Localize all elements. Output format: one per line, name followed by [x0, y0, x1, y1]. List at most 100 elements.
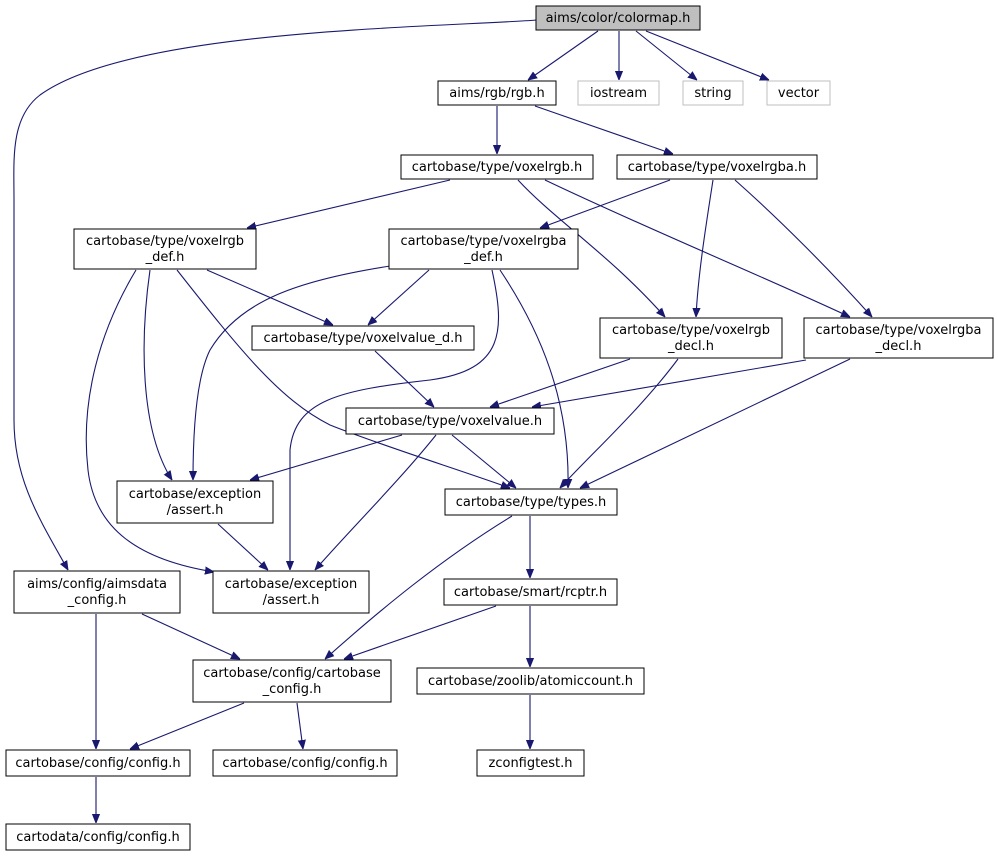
node-label: cartobase/type/voxelvalue.h — [358, 414, 542, 429]
node-assert2[interactable]: cartobase/exception/assert.h — [212, 570, 370, 614]
node-box — [766, 80, 831, 106]
edge-cartobase_config-to-config1 — [130, 702, 245, 750]
node-box — [416, 667, 645, 695]
graph-edges — [13, 19, 872, 823]
edge-voxelvalue-to-assert1 — [250, 434, 403, 480]
edge-voxelrgba_def-to-voxelvalue_d — [368, 269, 430, 325]
edge-voxelrgb-to-voxelrgb_decl — [517, 179, 665, 317]
edge-voxelrgba-to-voxelrgba_decl — [734, 179, 872, 317]
edge-voxelrgb_def-to-assert1 — [143, 269, 172, 480]
node-box — [13, 570, 181, 614]
node-voxelvalue-d[interactable]: cartobase/type/voxelvalue_d.h — [251, 325, 475, 351]
node-label: vector — [778, 86, 820, 101]
edge-voxelrgba_decl-to-voxelvalue — [532, 359, 807, 407]
edge-voxelrgb_decl-to-voxelvalue — [490, 358, 631, 407]
node-label: cartobase/zoolib/atomiccount.h — [428, 674, 633, 689]
node-label: cartobase/smart/rcptr.h — [454, 585, 607, 600]
node-string[interactable]: string — [682, 80, 744, 106]
node-label: cartobase/config/config.h — [222, 756, 387, 771]
node-box — [400, 154, 594, 180]
edge-aimsdata_config-to-cartobase_config — [141, 613, 240, 659]
node-voxelrgb[interactable]: cartobase/type/voxelrgb.h — [400, 154, 594, 180]
node-label: /assert.h — [167, 503, 224, 518]
node-label: _config.h — [67, 593, 127, 608]
edge-colormap-to-aimsdata_config — [13, 19, 539, 570]
edge-rgb-to-voxelrgba — [534, 105, 673, 154]
node-box — [5, 749, 191, 777]
graph-nodes: aims/color/colormap.h aims/rgb/rgb.h iostr… — [5, 5, 994, 851]
node-label: cartobase/config/cartobase — [203, 666, 381, 681]
node-box — [73, 228, 257, 270]
node-label: cartobase/exception — [225, 577, 357, 592]
node-box — [535, 5, 701, 31]
node-label: /assert.h — [263, 593, 320, 608]
edge-voxelrgba-to-voxelrgb_decl — [696, 179, 714, 317]
node-cartodata-config[interactable]: cartodata/config/config.h — [5, 823, 191, 851]
node-box — [212, 570, 370, 614]
node-box — [444, 488, 618, 516]
edge-voxelvalue-to-assert2 — [315, 434, 437, 570]
node-box — [577, 80, 660, 106]
node-voxelrgb-def[interactable]: cartobase/type/voxelrgb_def.h — [73, 228, 257, 270]
edge-voxelrgb_decl-to-types — [560, 358, 679, 488]
node-assert1[interactable]: cartobase/exception/assert.h — [116, 480, 274, 524]
node-label: cartobase/type/voxelrgb — [612, 323, 770, 338]
node-box — [476, 749, 585, 777]
node-box — [682, 80, 744, 106]
edge-voxelvalue_d-to-voxelvalue — [374, 350, 434, 407]
node-label: _config.h — [262, 682, 322, 697]
node-label: cartobase/config/config.h — [15, 756, 180, 771]
node-label: cartobase/type/types.h — [456, 495, 606, 510]
node-voxelrgba-decl[interactable]: cartobase/type/voxelrgba_decl.h — [803, 317, 994, 359]
edge-assert1-to-assert2 — [217, 523, 268, 570]
node-zconfigtest[interactable]: zconfigtest.h — [476, 749, 585, 777]
node-colormap[interactable]: aims/color/colormap.h — [535, 5, 701, 31]
node-label: cartobase/type/voxelrgb.h — [412, 160, 582, 175]
node-label: _decl.h — [667, 339, 714, 354]
node-label: aims/config/aimsdata — [27, 577, 167, 592]
node-box — [803, 317, 994, 359]
node-vector[interactable]: vector — [766, 80, 831, 106]
node-rcptr[interactable]: cartobase/smart/rcptr.h — [443, 578, 618, 606]
edge-rcptr-to-cartobase_config — [344, 605, 497, 659]
node-config2[interactable]: cartobase/config/config.h — [212, 749, 398, 777]
edge-voxelrgba_def-to-types — [499, 269, 568, 488]
edge-voxelvalue-to-types — [451, 434, 516, 488]
node-cartobase-config[interactable]: cartobase/config/cartobase_config.h — [192, 659, 392, 703]
node-label: _def.h — [463, 250, 503, 265]
edge-types-to-cartobase_config — [325, 515, 513, 659]
node-label: zconfigtest.h — [489, 756, 573, 771]
node-box — [5, 823, 191, 851]
node-config1[interactable]: cartobase/config/config.h — [5, 749, 191, 777]
node-box — [599, 317, 783, 359]
node-voxelrgba-def[interactable]: cartobase/type/voxelrgba_def.h — [388, 228, 579, 270]
edge-colormap-to-string — [635, 30, 697, 80]
node-label: aims/color/colormap.h — [546, 11, 691, 26]
node-box — [616, 154, 818, 180]
node-aimsdata-config[interactable]: aims/config/aimsdata_config.h — [13, 570, 181, 614]
node-box — [388, 228, 579, 270]
edge-colormap-to-rgb — [528, 30, 599, 80]
node-iostream[interactable]: iostream — [577, 80, 660, 106]
node-box — [437, 80, 557, 106]
node-box — [251, 325, 475, 351]
node-box — [443, 578, 618, 606]
edge-voxelrgb_def-to-types — [176, 269, 510, 488]
node-label: aims/rgb/rgb.h — [449, 86, 544, 101]
node-label: cartodata/config/config.h — [16, 830, 179, 845]
node-box — [212, 749, 398, 777]
edge-voxelrgb_def-to-assert2 — [85, 269, 214, 572]
node-label: cartobase/exception — [129, 487, 261, 502]
node-voxelrgba[interactable]: cartobase/type/voxelrgba.h — [616, 154, 818, 180]
node-box — [192, 659, 392, 703]
node-voxelrgb-decl[interactable]: cartobase/type/voxelrgb_decl.h — [599, 317, 783, 359]
node-label: string — [694, 86, 731, 101]
node-atomiccount[interactable]: cartobase/zoolib/atomiccount.h — [416, 667, 645, 695]
node-rgb[interactable]: aims/rgb/rgb.h — [437, 80, 557, 106]
node-label: cartobase/type/voxelrgba.h — [628, 160, 806, 175]
node-types[interactable]: cartobase/type/types.h — [444, 488, 618, 516]
edge-voxelrgba-to-voxelrgba_def — [540, 179, 671, 228]
edge-voxelrgba_def-to-assert2 — [290, 269, 500, 570]
node-voxelvalue[interactable]: cartobase/type/voxelvalue.h — [345, 407, 555, 435]
